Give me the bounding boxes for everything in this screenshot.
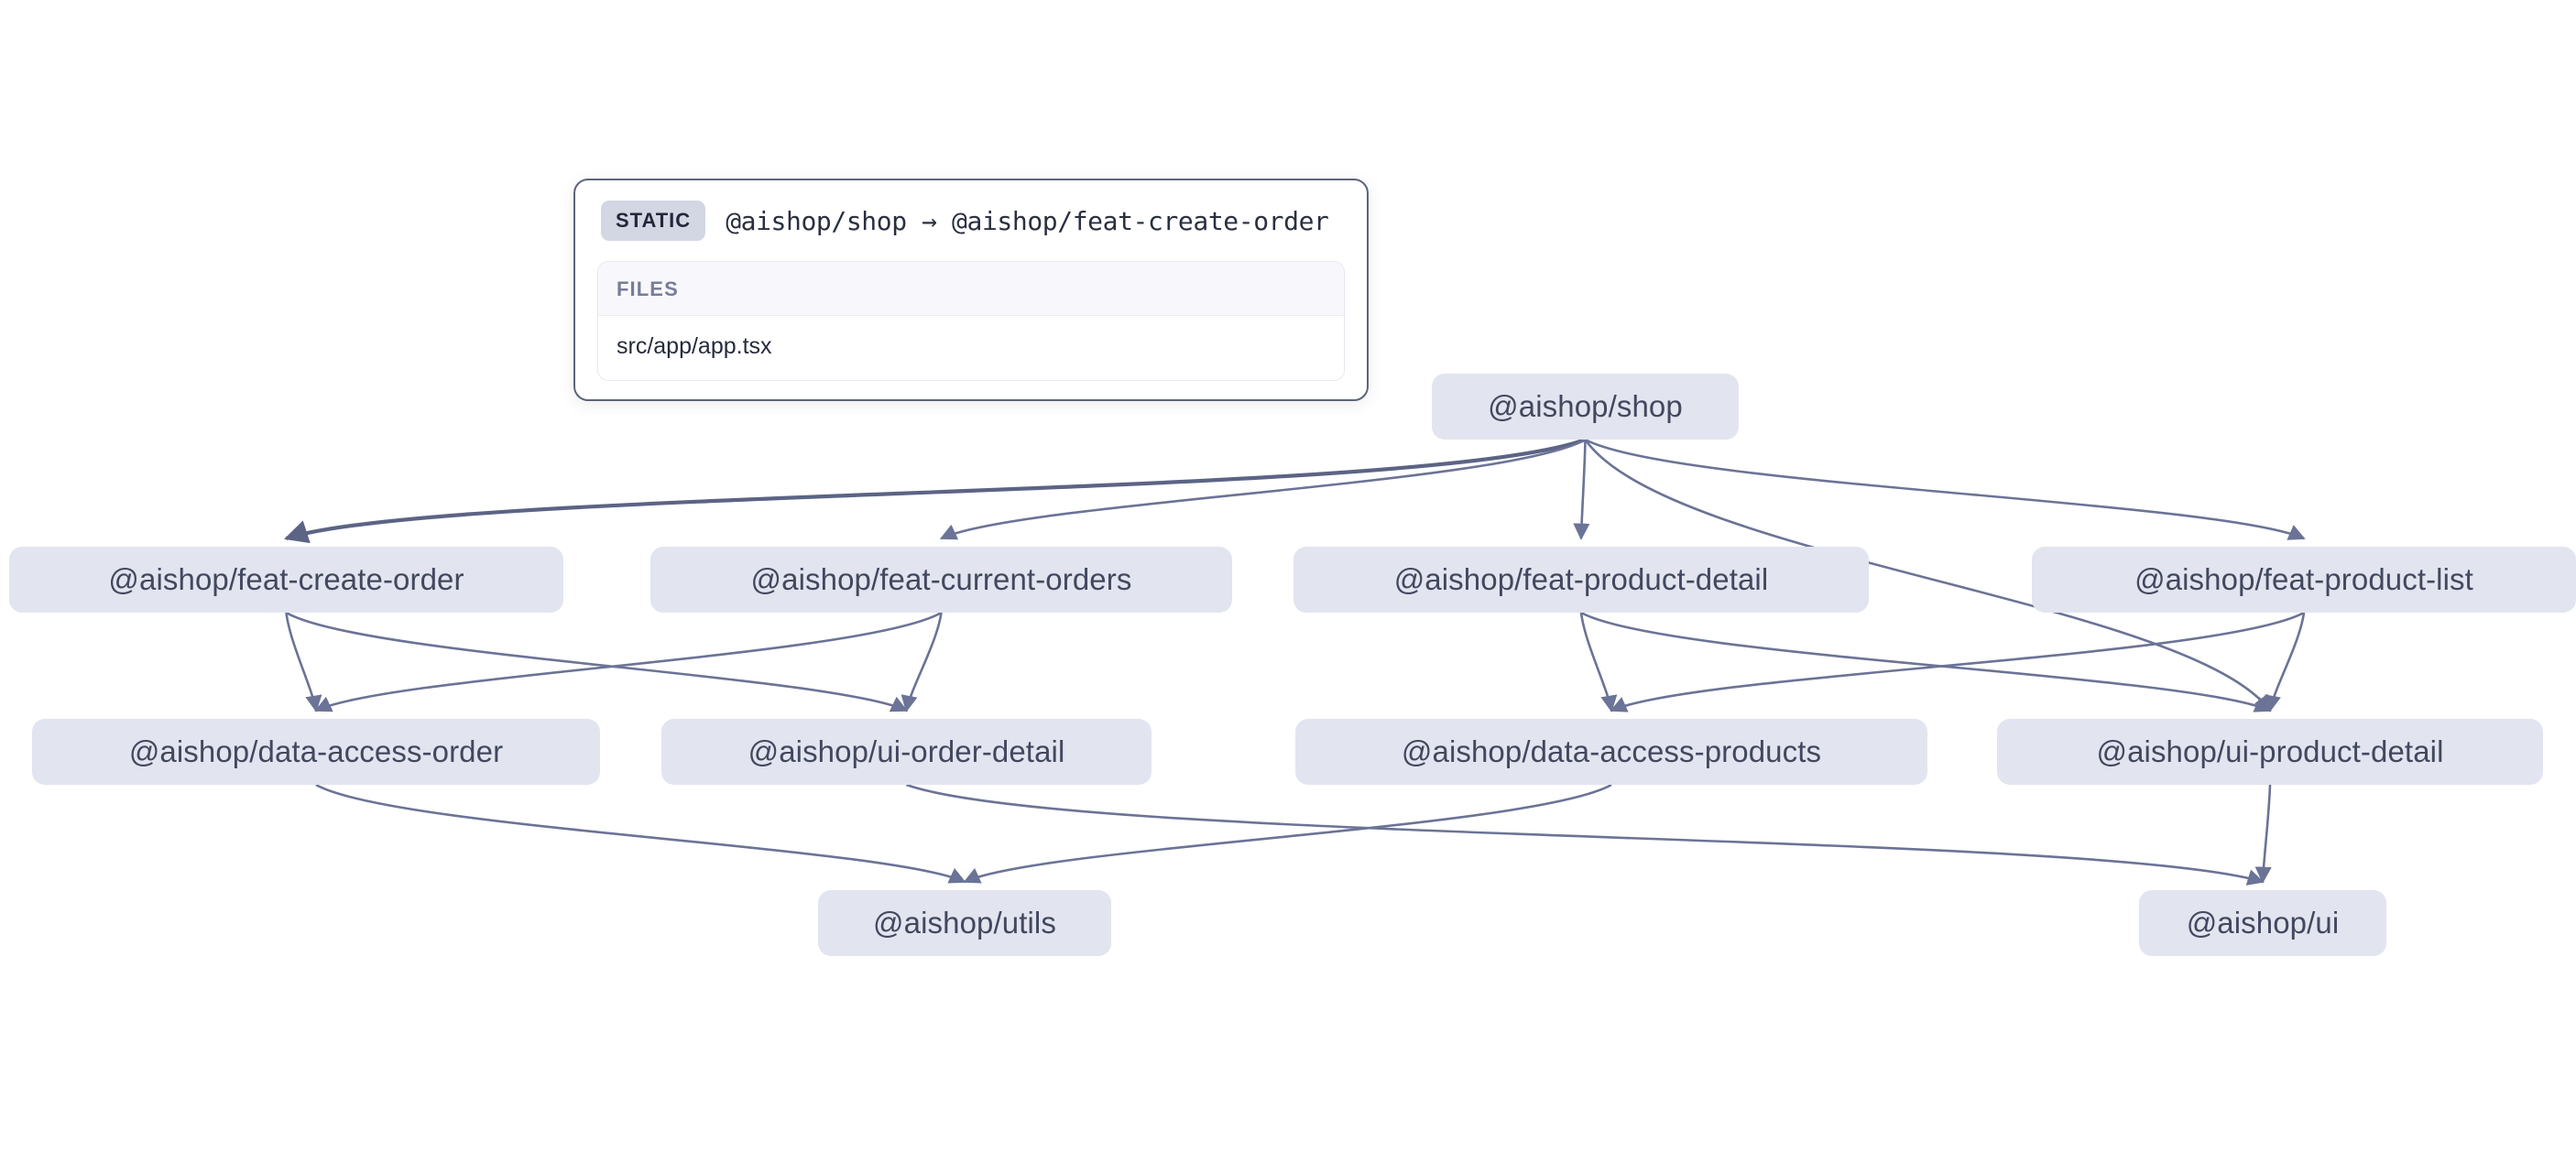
graph-edge-ui-order-detail-to-ui[interactable] <box>906 783 2265 886</box>
graph-edge-feat-current-orders-to-data-access-order[interactable] <box>314 611 943 712</box>
graph-node-label: @aishop/ui-product-detail <box>2096 734 2444 768</box>
static-badge: STATIC <box>601 201 706 241</box>
graph-node-feat-current-orders[interactable]: @aishop/feat-current-orders <box>650 547 1232 613</box>
graph-node-utils[interactable]: @aishop/utils <box>818 890 1111 956</box>
graph-node-ui-order-detail[interactable]: @aishop/ui-order-detail <box>661 719 1152 785</box>
graph-node-label: @aishop/ui-order-detail <box>748 734 1065 768</box>
graph-node-data-access-order[interactable]: @aishop/data-access-order <box>32 719 600 785</box>
graph-edge-feat-product-detail-to-data-access-products[interactable] <box>1579 612 1618 712</box>
graph-edge-shop-to-feat-product-detail[interactable] <box>1573 439 1590 540</box>
graph-edge-feat-product-list-to-ui-product-detail[interactable] <box>2265 612 2306 712</box>
graph-edge-feat-product-detail-to-ui-product-detail[interactable] <box>1580 611 2272 712</box>
graph-edge-shop-to-feat-product-list[interactable] <box>1584 438 2306 540</box>
graph-node-label: @aishop/data-access-products <box>1401 734 1822 768</box>
edge-layer <box>284 438 2306 886</box>
file-list-item[interactable]: src/app/app.tsx <box>598 316 1344 380</box>
edge-detail-card[interactable]: STATIC @aishop/shop → @aishop/feat-creat… <box>573 179 1369 401</box>
graph-edge-data-access-order-to-utils[interactable] <box>315 783 966 884</box>
graph-edge-feat-current-orders-to-ui-order-detail[interactable] <box>901 612 943 712</box>
graph-edge-ui-product-detail-to-ui[interactable] <box>2254 784 2272 884</box>
graph-node-ui-product-detail[interactable]: @aishop/ui-product-detail <box>1997 719 2543 785</box>
graph-edge-feat-product-list-to-data-access-products[interactable] <box>1610 611 2305 712</box>
graph-node-label: @aishop/utils <box>873 906 1056 940</box>
edge-detail-header: STATIC @aishop/shop → @aishop/feat-creat… <box>597 201 1345 241</box>
graph-edge-data-access-products-to-utils[interactable] <box>963 783 1612 884</box>
graph-node-data-access-products[interactable]: @aishop/data-access-products <box>1295 719 1927 785</box>
graph-node-feat-create-order[interactable]: @aishop/feat-create-order <box>9 547 563 613</box>
files-panel: FILES src/app/app.tsx <box>597 261 1345 381</box>
graph-node-feat-product-detail[interactable]: @aishop/feat-product-detail <box>1293 547 1869 613</box>
graph-node-label: @aishop/feat-create-order <box>108 562 464 596</box>
graph-edge-shop-to-feat-create-order[interactable] <box>284 438 1587 544</box>
edge-detail-title: @aishop/shop → @aishop/feat-create-order <box>726 205 1329 236</box>
files-panel-header: FILES <box>598 262 1344 316</box>
graph-node-label: @aishop/shop <box>1488 389 1683 423</box>
graph-edge-feat-create-order-to-ui-order-detail[interactable] <box>285 611 909 712</box>
graph-edge-shop-to-feat-current-orders[interactable] <box>939 438 1587 540</box>
graph-node-label: @aishop/ui <box>2186 906 2340 940</box>
graph-node-shop[interactable]: @aishop/shop <box>1432 374 1739 440</box>
graph-edge-feat-create-order-to-data-access-order[interactable] <box>285 612 322 712</box>
graph-node-label: @aishop/feat-product-detail <box>1393 562 1769 596</box>
graph-node-label: @aishop/feat-current-orders <box>750 562 1132 596</box>
graph-node-feat-product-list[interactable]: @aishop/feat-product-list <box>2032 547 2576 613</box>
graph-node-label: @aishop/data-access-order <box>128 734 504 768</box>
graph-node-ui[interactable]: @aishop/ui <box>2139 890 2386 956</box>
graph-edge-shop-to-ui-product-detail[interactable] <box>1584 439 2272 712</box>
graph-node-label: @aishop/feat-product-list <box>2134 562 2473 596</box>
